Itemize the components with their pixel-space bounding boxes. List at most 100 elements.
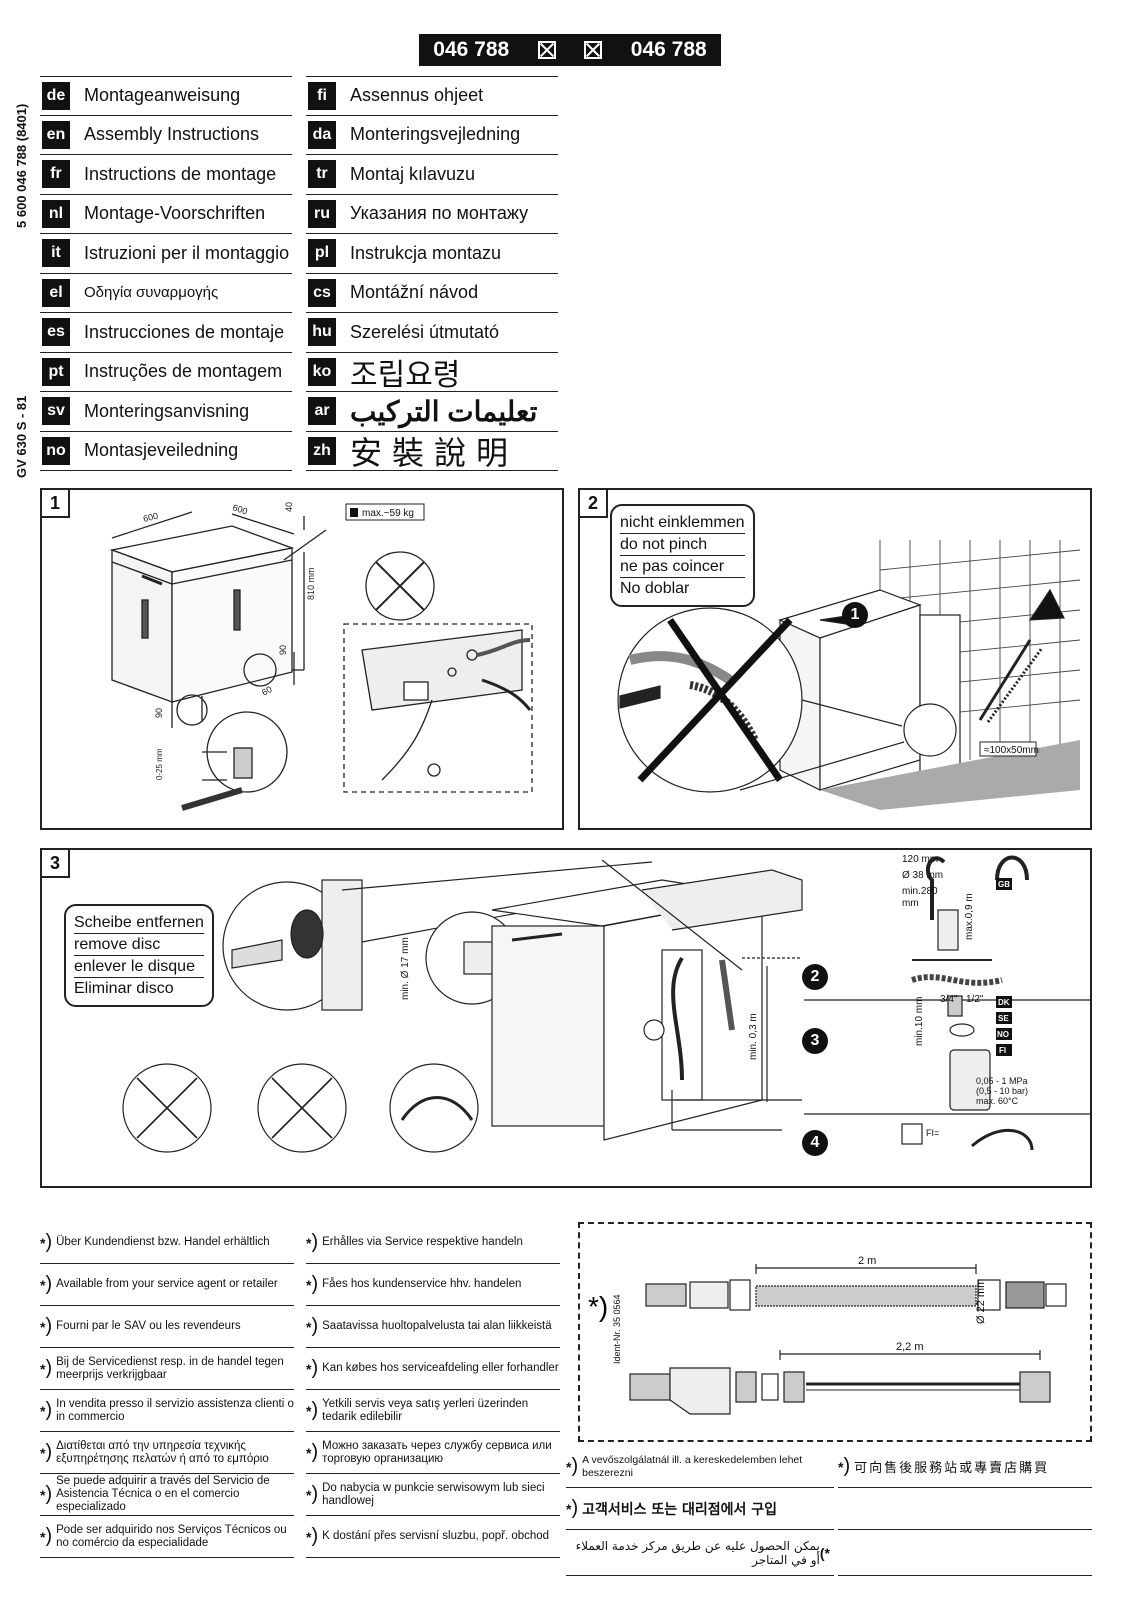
availability-text: Fåes hos kundenservice hhv. handelen <box>322 1278 522 1290</box>
language-name: Instruções de montagem <box>84 361 283 382</box>
tag-fi: FI <box>999 1046 1006 1055</box>
language-name: Montageanweisung <box>84 85 241 106</box>
tag-no: NO <box>997 1030 1009 1039</box>
footer-availability-middle: *)Erhålles via Service respektive handel… <box>306 1222 560 1558</box>
asterisk-mark: *) <box>306 1231 319 1253</box>
language-row: ar تعليمات التركيب <box>306 392 558 432</box>
connection-drawing: min. Ø 17 mm min. 0,3 m 120 mm Ø 38 mm m… <box>122 854 1090 1153</box>
availability-row: *)K dostání přes servisní sluzbu, popř. … <box>306 1516 560 1558</box>
language-name: 安裝說明 <box>350 433 519 472</box>
language-code: el <box>42 278 70 307</box>
footer-availability-left: *)Über Kundendienst bzw. Handel erhältli… <box>40 1222 294 1558</box>
availability-row: *)Fåes hos kundenservice hhv. handelen <box>306 1264 560 1306</box>
gb-120mm: 120 mm <box>902 854 938 865</box>
language-code: nl <box>42 199 70 228</box>
country-tags: GB DK SE NO FI <box>996 878 1012 1056</box>
weight-text: max.~59 kg <box>362 508 414 519</box>
availability-text: Pode ser adquirido nos Serviços Técnicos… <box>56 1523 287 1549</box>
language-name: 조립요령 <box>350 357 461 393</box>
language-name: Montasjeveiledning <box>84 440 239 461</box>
hose-routing-drawing: ≈100x50mm <box>617 540 1081 810</box>
dishwasher-dimensions-drawing: 600 600 40 810 mm 90 90 60 0-25 mm max.~… <box>109 502 533 811</box>
dim-feet: 0-25 mm <box>155 748 164 780</box>
gb-max09: max.0,9 m <box>964 893 975 940</box>
hose-diameter: Ø 22 mm <box>975 1279 987 1324</box>
language-code: zh <box>308 436 336 465</box>
language-code: cs <box>308 278 336 307</box>
accessory-box: *) Ident-Nr. 35 0564 2 m Ø 22 mm 2,2 m <box>578 1222 1092 1442</box>
asterisk-mark: *) <box>40 1357 53 1379</box>
language-name: Instrucciones de montaje <box>84 321 285 342</box>
availability-text: In vendita presso il servizio assistenza… <box>56 1397 294 1423</box>
language-code: no <box>42 436 70 465</box>
gb-mm: mm <box>902 898 919 909</box>
tag-dk: DK <box>998 998 1010 1007</box>
language-code: pt <box>42 357 70 386</box>
availability-text: 고객서비스 또는 대리점에서 구입 <box>582 1501 778 1518</box>
thread-min10: min.10 mm <box>914 997 925 1046</box>
language-code: tr <box>308 160 336 189</box>
asterisk-mark: *) <box>566 1455 579 1477</box>
asterisk-mark: *) <box>40 1399 53 1421</box>
hose-length-2: 2,2 m <box>896 1341 924 1353</box>
note-line: No doblar <box>620 580 690 597</box>
ident-number: Ident-Nr. 35 0564 <box>612 1294 622 1364</box>
asterisk-mark: *) <box>40 1231 53 1253</box>
asterisk-mark: *) <box>40 1315 53 1337</box>
availability-text: Можно заказать через службу сервиса или … <box>322 1439 552 1465</box>
language-code: en <box>42 120 70 149</box>
language-code: fr <box>42 160 70 189</box>
availability-text: Kan købes hos serviceafdeling eller forh… <box>322 1362 559 1374</box>
gb-38mm: Ø 38 mm <box>902 870 943 881</box>
availability-text: Do nabycia w punkcie serwisowym lub siec… <box>322 1481 545 1507</box>
availability-row: *)可向售後服務站或專賣店購買 <box>838 1446 1092 1488</box>
language-name: تعليمات التركيب <box>350 395 538 427</box>
language-code: da <box>308 120 336 149</box>
language-code: ar <box>308 397 336 426</box>
language-code: fi <box>308 81 336 110</box>
dim-depth: 600 <box>231 502 248 516</box>
thread-3-4: 3/4" <box>940 994 958 1005</box>
language-name: Monteringsanvisning <box>84 400 250 421</box>
availability-text: 可向售後服務站或專賣店購買 <box>854 1461 1050 1476</box>
asterisk-mark: *) <box>306 1483 319 1505</box>
availability-row: *)Available from your service agent or r… <box>40 1264 294 1306</box>
min-diameter-label: min. Ø 17 mm <box>400 937 411 1000</box>
thread-1-2: 1/2" <box>966 994 984 1005</box>
language-row: zh 安裝說明 <box>306 432 558 472</box>
asterisk-mark: *) <box>40 1525 53 1547</box>
callout-1: 1 <box>842 602 868 628</box>
language-code: ko <box>308 357 336 386</box>
asterisk-mark: *) <box>40 1273 53 1295</box>
note-line: do not pinch <box>620 534 745 556</box>
language-name: Istruzioni per il montaggio <box>84 242 290 263</box>
availability-text: Available from your service agent or ret… <box>56 1278 278 1290</box>
article-code-left: 046 788 <box>433 38 510 61</box>
availability-text: Se puede adquirir a través del Servicio … <box>56 1475 270 1513</box>
empty-row <box>838 1530 1092 1576</box>
note-line: Eliminar disco <box>74 980 174 997</box>
pressure-line3: max. 60°C <box>976 1096 1019 1106</box>
language-name: Указания по монтажу <box>350 203 529 224</box>
dim-top: 40 <box>284 502 294 512</box>
cross-box-icon <box>584 41 603 59</box>
remove-disc-note: Scheibe entfernen remove disc enlever le… <box>64 904 214 1007</box>
note-line: ne pas coincer <box>620 556 745 578</box>
callout-4: 4 <box>802 1130 828 1156</box>
language-row: ko 조립요령 <box>306 353 558 393</box>
min-height-label: min. 0,3 m <box>748 1013 759 1060</box>
panel-2-hoses: 2 <box>578 488 1092 830</box>
asterisk-mark: *) <box>588 1291 608 1322</box>
model-label: GV 630 S - 81 <box>14 395 29 478</box>
language-code: pl <box>308 239 336 268</box>
